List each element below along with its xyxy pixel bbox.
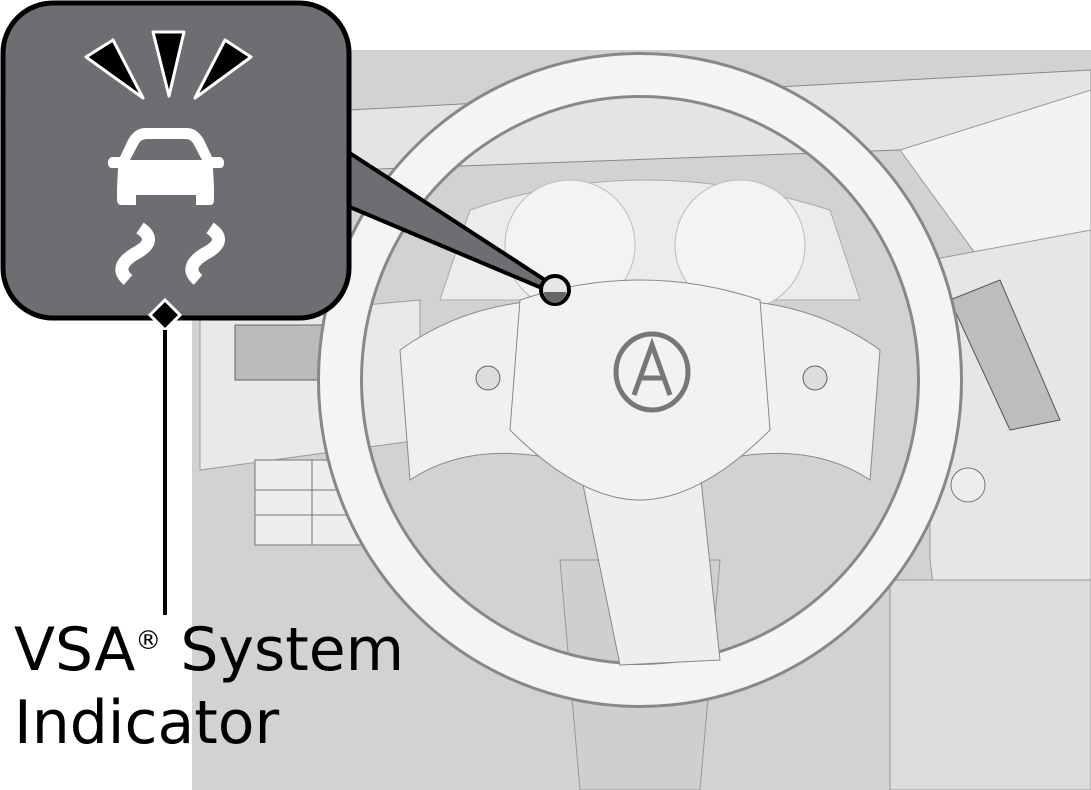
start-button	[950, 467, 986, 503]
registered-mark: ®	[135, 626, 162, 656]
lower-console	[889, 579, 1091, 790]
right-air-vent	[949, 279, 1061, 431]
flash-ray-center	[151, 30, 186, 98]
skid-mark-left	[115, 222, 155, 285]
caption-system: System	[161, 615, 405, 685]
left-wheel-button	[475, 365, 501, 391]
caption-line-2: Indicator	[14, 688, 280, 758]
flash-ray-left	[84, 38, 145, 100]
acura-logo	[613, 331, 691, 413]
skid-mark-right	[185, 222, 225, 285]
caption-line-1: VSA® System	[14, 620, 404, 680]
airbag-hub	[509, 279, 771, 501]
right-wheel-button	[802, 365, 828, 391]
caption-vsa: VSA	[14, 615, 136, 685]
flash-ray-right	[193, 38, 253, 100]
vsa-indicator-icon	[84, 30, 253, 285]
